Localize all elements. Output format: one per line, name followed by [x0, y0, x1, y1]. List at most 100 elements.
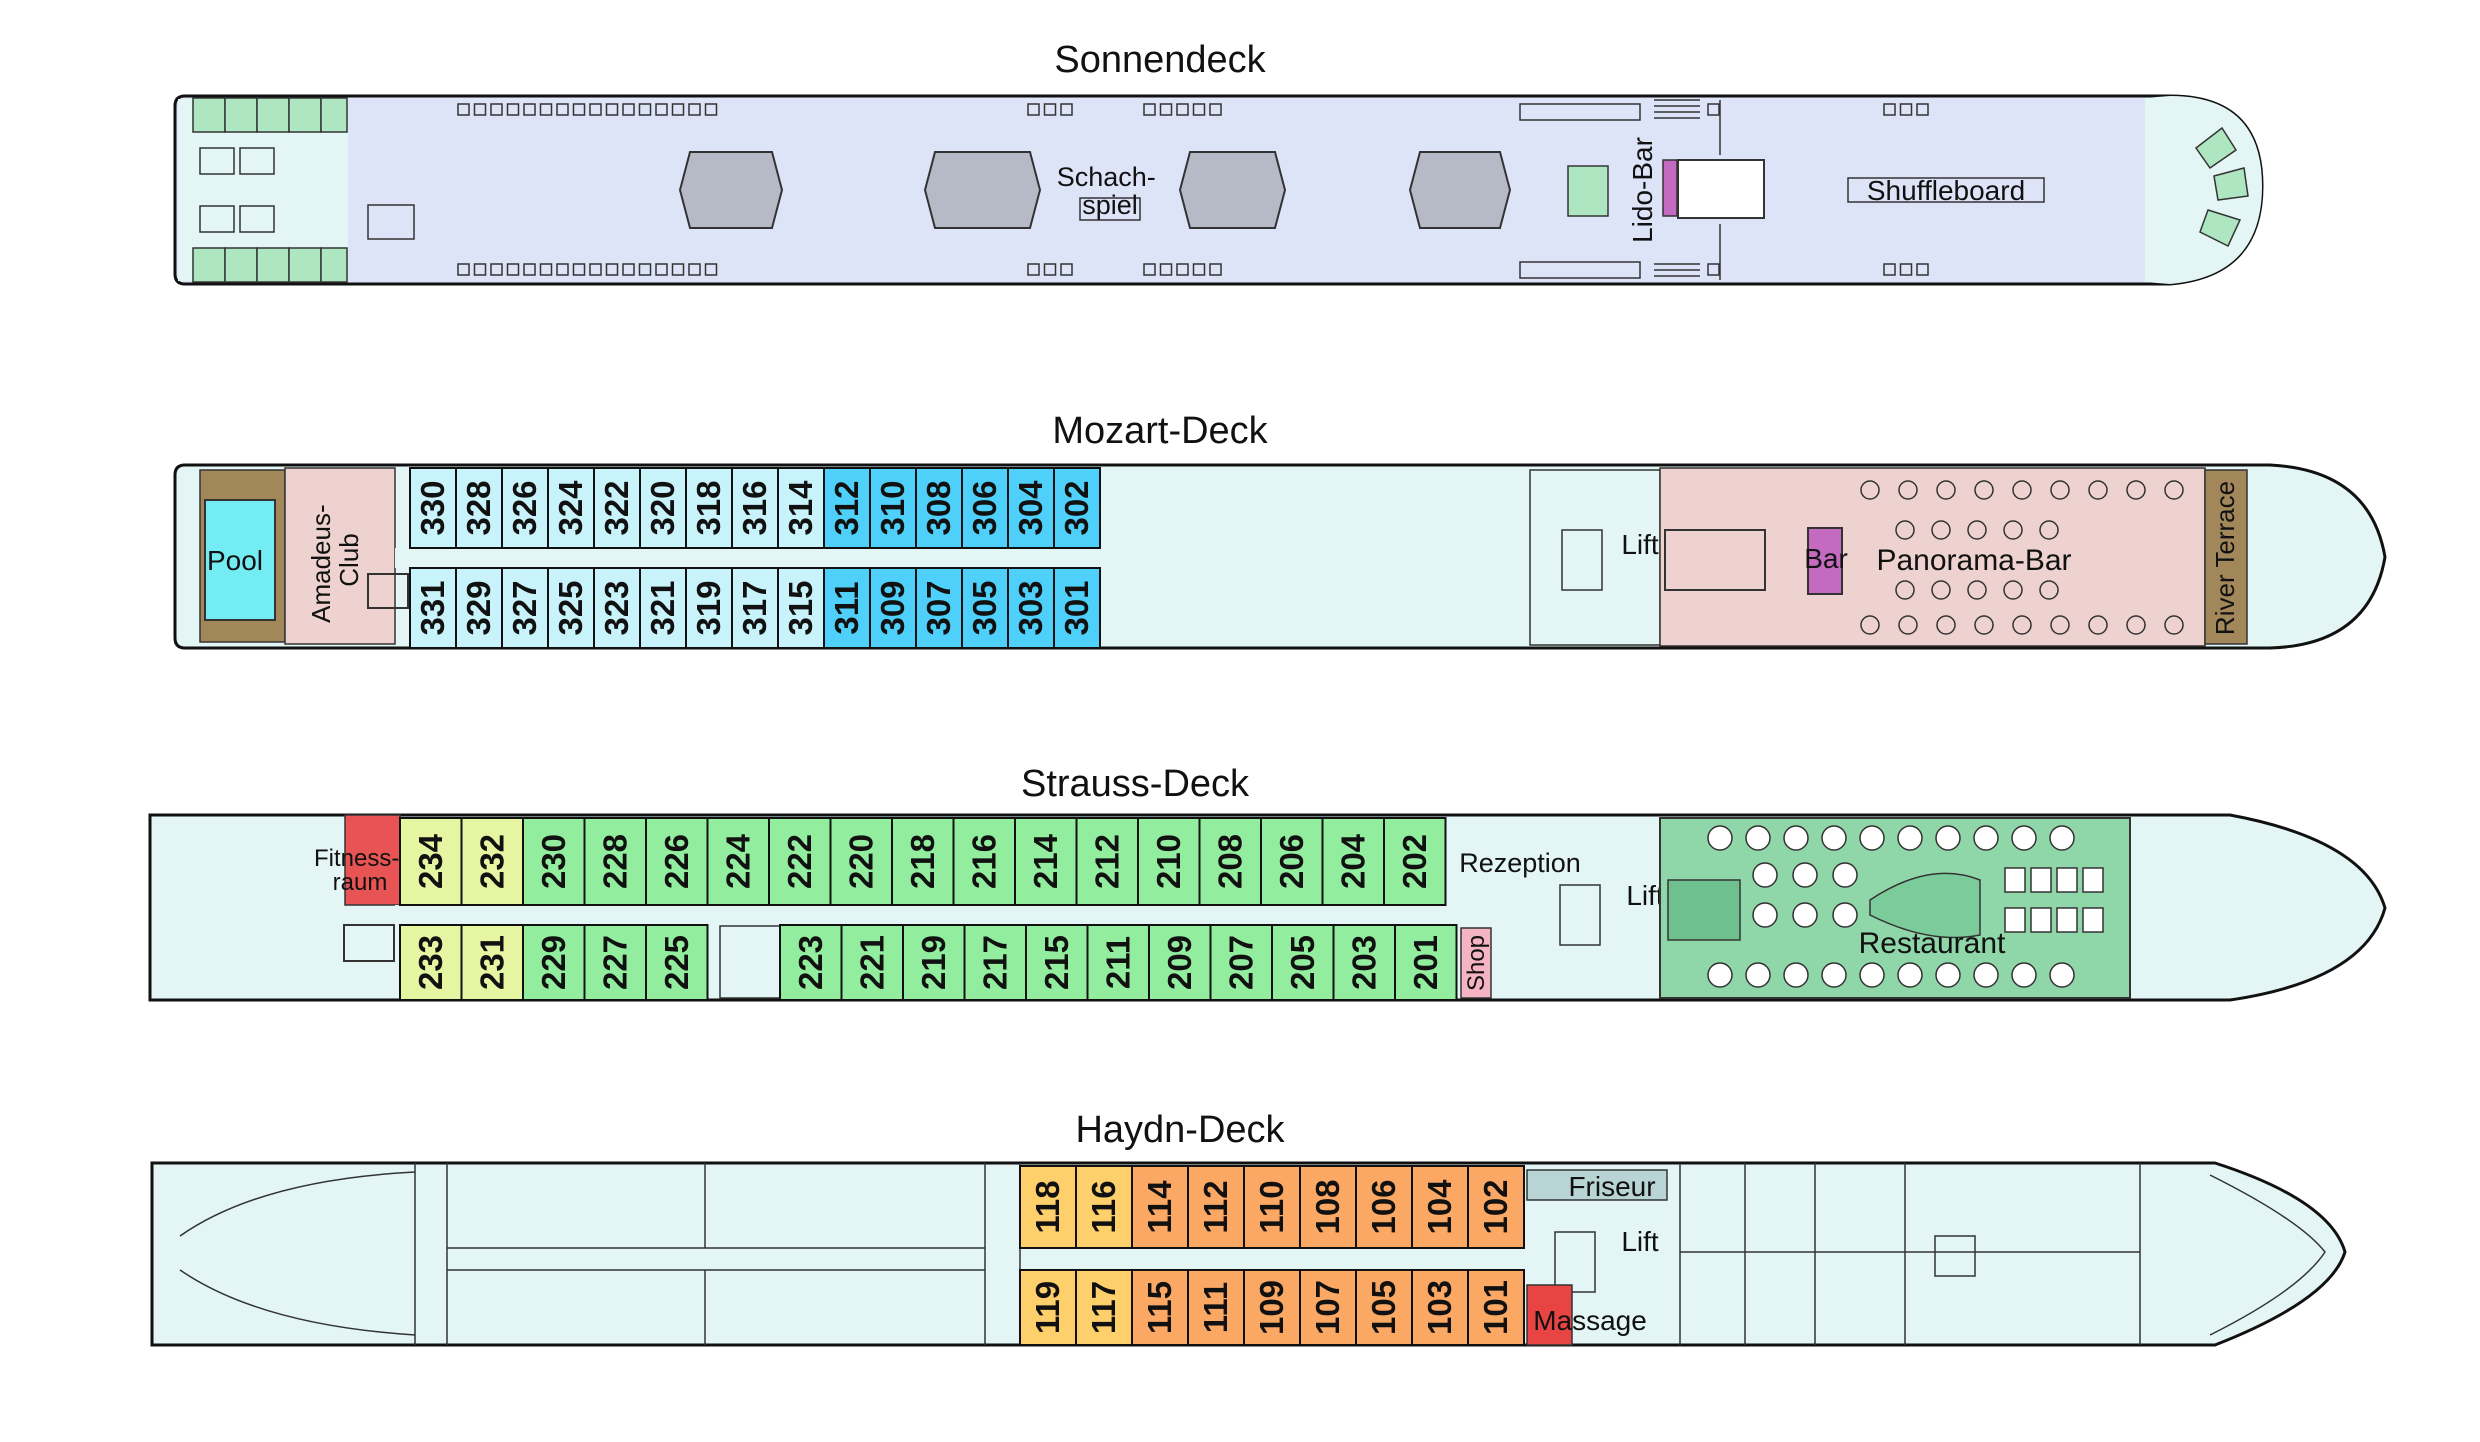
- cabin-number-104: 104: [1421, 1179, 1458, 1235]
- cabin-116[interactable]: [1075, 1165, 1133, 1249]
- cabin-number-210: 210: [1150, 834, 1187, 889]
- deck-chair: [1899, 103, 1913, 116]
- cabin-number-228: 228: [596, 834, 633, 889]
- cabin-324[interactable]: [547, 467, 595, 549]
- cabin-234[interactable]: [399, 817, 463, 906]
- cabin-227[interactable]: [583, 924, 647, 1001]
- cabin-231[interactable]: [460, 924, 524, 1001]
- deck-chair: [671, 263, 685, 276]
- cabin-302[interactable]: [1053, 467, 1101, 549]
- cabin-208[interactable]: [1198, 817, 1262, 906]
- cabin-233[interactable]: [399, 924, 463, 1001]
- cabin-201[interactable]: [1394, 924, 1458, 1001]
- massage-label: Massage: [1533, 1305, 1647, 1336]
- cabin-103[interactable]: [1411, 1269, 1469, 1346]
- cabin-326[interactable]: [501, 467, 549, 549]
- cabin-325[interactable]: [547, 567, 595, 649]
- cabin-228[interactable]: [583, 817, 647, 906]
- cabin-303[interactable]: [1007, 567, 1055, 649]
- bar-table: [2012, 480, 2032, 500]
- cabin-109[interactable]: [1243, 1269, 1301, 1346]
- cabin-318[interactable]: [685, 467, 733, 549]
- cabin-229[interactable]: [522, 924, 586, 1001]
- cabin-223[interactable]: [779, 924, 843, 1001]
- cabin-207[interactable]: [1209, 924, 1273, 1001]
- cabin-216[interactable]: [952, 817, 1016, 906]
- shop: [1460, 927, 1492, 999]
- cabin-number-321: 321: [644, 580, 681, 635]
- deck-chair: [1916, 263, 1929, 276]
- restaurant-table: [1935, 825, 1961, 851]
- cabin-328[interactable]: [455, 467, 503, 549]
- cabin-308[interactable]: [915, 467, 963, 549]
- cabin-118[interactable]: [1019, 1165, 1077, 1249]
- deck-chair: [655, 103, 668, 116]
- cabin-107[interactable]: [1299, 1269, 1357, 1346]
- cabin-320[interactable]: [639, 467, 687, 549]
- cabin-314[interactable]: [777, 467, 825, 549]
- cabin-315[interactable]: [777, 567, 825, 649]
- cabin-311[interactable]: [823, 567, 871, 649]
- cabin-206[interactable]: [1260, 817, 1324, 906]
- deck-chair: [1916, 103, 1929, 116]
- cabin-330[interactable]: [409, 467, 457, 549]
- cabin-203[interactable]: [1332, 924, 1396, 1001]
- cabin-111[interactable]: [1187, 1269, 1245, 1346]
- deck-chair: [1192, 263, 1206, 276]
- cabin-number-209: 209: [1161, 935, 1198, 990]
- cabin-117[interactable]: [1075, 1269, 1133, 1346]
- restaurant-table: [1859, 962, 1885, 988]
- cabin-215[interactable]: [1025, 924, 1089, 1001]
- cabin-202[interactable]: [1383, 817, 1447, 906]
- cabin-108[interactable]: [1299, 1165, 1357, 1249]
- deck-chair: [688, 263, 701, 276]
- deck-chair: [1143, 103, 1156, 116]
- cabin-304[interactable]: [1007, 467, 1055, 549]
- lido-table: [1567, 165, 1609, 217]
- cabin-102[interactable]: [1467, 1165, 1525, 1249]
- cabin-232[interactable]: [460, 817, 524, 906]
- cabin-301[interactable]: [1053, 567, 1101, 649]
- cabin-104[interactable]: [1411, 1165, 1469, 1249]
- cabin-212[interactable]: [1075, 817, 1139, 906]
- cabin-221[interactable]: [840, 924, 904, 1001]
- cabin-306[interactable]: [961, 467, 1009, 549]
- cabin-316[interactable]: [731, 467, 779, 549]
- friseur-label: Friseur: [1568, 1171, 1655, 1202]
- cabin-105[interactable]: [1355, 1269, 1413, 1346]
- cabin-222[interactable]: [768, 817, 832, 906]
- cabin-205[interactable]: [1271, 924, 1335, 1001]
- chess-label-line1: Schach-: [1057, 162, 1156, 192]
- restaurant-table: [1745, 825, 1771, 851]
- cabin-217[interactable]: [963, 924, 1027, 1001]
- cabin-309[interactable]: [869, 567, 917, 649]
- cabin-312[interactable]: [823, 467, 871, 549]
- cabin-210[interactable]: [1137, 817, 1201, 906]
- cabin-220[interactable]: [829, 817, 893, 906]
- restaurant-table: [1752, 862, 1778, 888]
- cabin-224[interactable]: [706, 817, 770, 906]
- cabin-119[interactable]: [1019, 1269, 1077, 1346]
- cabin-106[interactable]: [1355, 1165, 1413, 1249]
- cabin-number-201: 201: [1407, 935, 1444, 990]
- cabin-321[interactable]: [639, 567, 687, 649]
- river-terrace-label: River Terrace: [2210, 481, 2240, 635]
- cabin-218[interactable]: [891, 817, 955, 906]
- deck-chair: [572, 103, 586, 116]
- cabin-115[interactable]: [1131, 1269, 1189, 1346]
- cabin-307[interactable]: [915, 567, 963, 649]
- cabin-209[interactable]: [1148, 924, 1212, 1001]
- cabin-317[interactable]: [731, 567, 779, 649]
- cabin-number-324: 324: [552, 480, 589, 536]
- cabin-204[interactable]: [1321, 817, 1385, 906]
- cabin-225[interactable]: [645, 924, 709, 1001]
- cabin-number-207: 207: [1222, 935, 1259, 990]
- cabin-319[interactable]: [685, 567, 733, 649]
- cabin-114[interactable]: [1131, 1165, 1189, 1249]
- cabin-305[interactable]: [961, 567, 1009, 649]
- cabin-310[interactable]: [869, 467, 917, 549]
- cabin-101[interactable]: [1467, 1269, 1525, 1346]
- cabin-214[interactable]: [1014, 817, 1078, 906]
- cabin-323[interactable]: [593, 567, 641, 649]
